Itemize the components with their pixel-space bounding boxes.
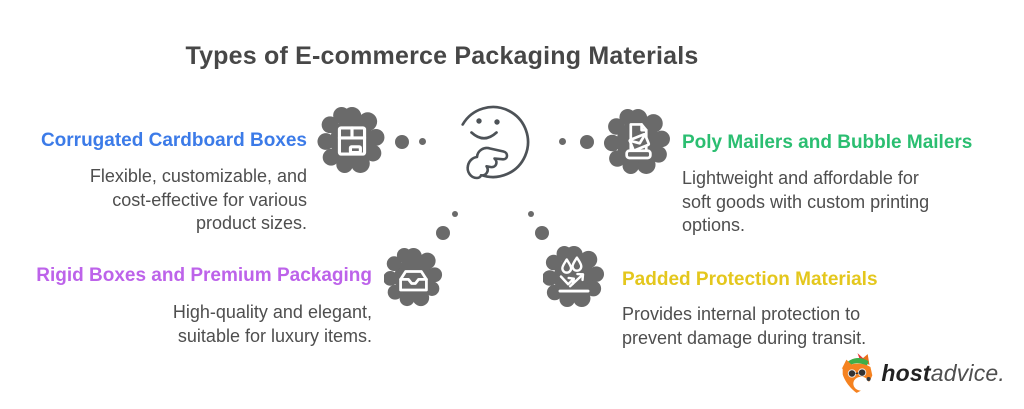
item-description: High-quality and elegant, suitable for l… bbox=[172, 302, 372, 346]
rigid-box-drawer-icon bbox=[384, 248, 443, 307]
item-description: Lightweight and affordable for soft good… bbox=[682, 168, 930, 235]
thought-dot bbox=[419, 138, 426, 145]
item-heading: Padded Protection Materials bbox=[622, 269, 878, 290]
thought-dot bbox=[436, 226, 450, 240]
page-title: Types of E-commerce Packaging Materials bbox=[185, 42, 699, 70]
item-padded-protection: Padded Protection Materials Provides int… bbox=[622, 269, 878, 350]
item-description: Provides internal protection to prevent … bbox=[622, 304, 867, 348]
cardboard-box-icon bbox=[317, 107, 385, 173]
thought-dot bbox=[535, 226, 549, 240]
thought-dot bbox=[559, 138, 566, 145]
item-heading: Poly Mailers and Bubble Mailers bbox=[682, 132, 973, 153]
thought-dot bbox=[580, 135, 594, 149]
thinking-face-icon bbox=[461, 105, 530, 180]
hostadvice-wordmark: hostadvice. bbox=[881, 360, 1005, 386]
thought-dot bbox=[528, 211, 534, 217]
item-heading: Corrugated Cardboard Boxes bbox=[40, 130, 307, 151]
hostadvice-logo: hostadvice. bbox=[839, 353, 1005, 394]
poly-mailer-icon bbox=[603, 109, 670, 174]
item-description: Flexible, customizable, and cost-effecti… bbox=[89, 166, 307, 233]
thought-dot bbox=[395, 135, 409, 149]
item-rigid-boxes: Rigid Boxes and Premium Packaging High-q… bbox=[36, 265, 372, 348]
item-corrugated-cardboard-boxes: Corrugated Cardboard Boxes Flexible, cus… bbox=[41, 130, 307, 236]
item-heading: Rigid Boxes and Premium Packaging bbox=[36, 265, 372, 286]
hostadvice-fox-icon bbox=[842, 353, 873, 393]
padded-protection-icon bbox=[543, 246, 605, 308]
thought-dot bbox=[452, 211, 458, 217]
item-poly-mailers: Poly Mailers and Bubble Mailers Lightwei… bbox=[682, 132, 972, 238]
